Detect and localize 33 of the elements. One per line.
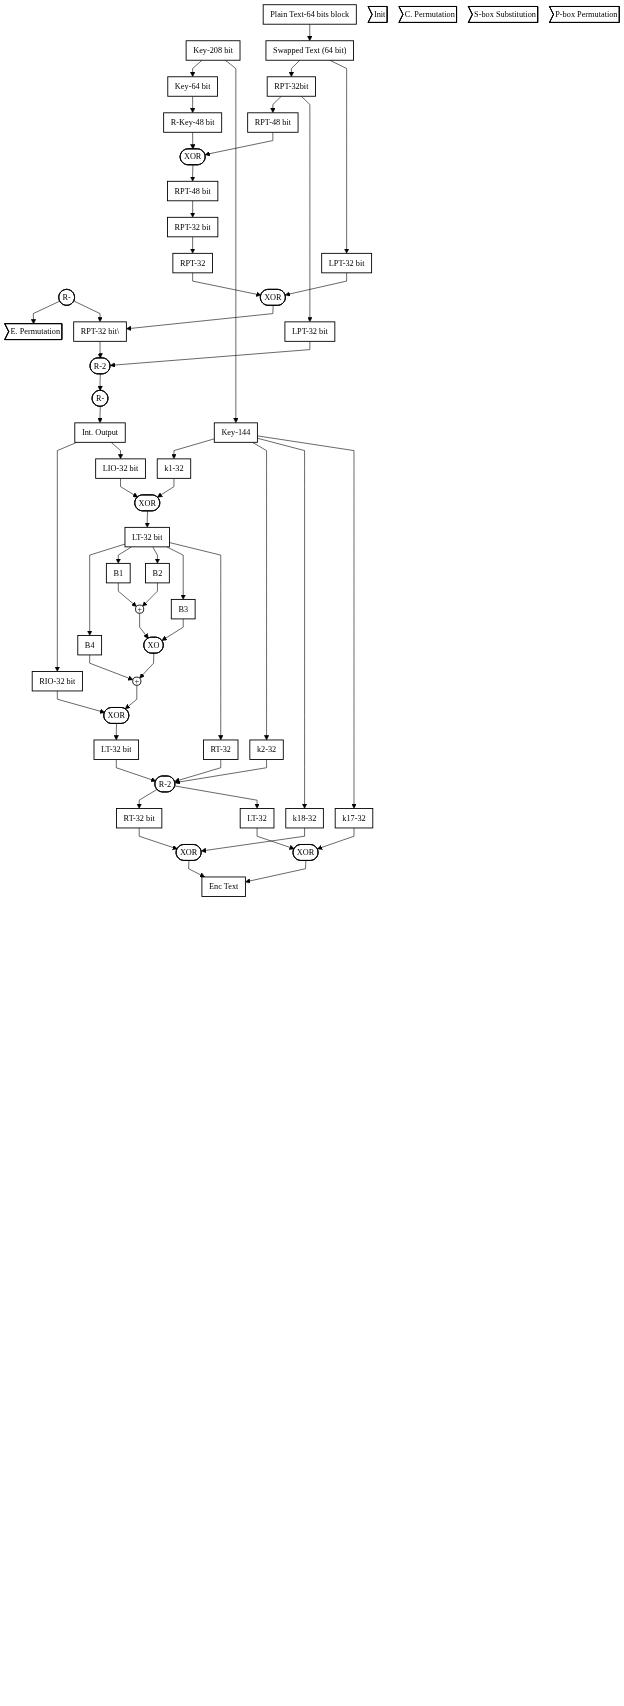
node-box: B3 — [170, 598, 196, 620]
node-box: Key-64 bit — [167, 76, 218, 97]
node-box: Swapped Text (64 bit) — [265, 40, 354, 61]
node-circle: + — [135, 604, 145, 614]
node-box: Enc Text — [201, 876, 246, 897]
node-box: RPT-48 bit — [167, 180, 219, 202]
node-box: LIO-32 bit — [95, 458, 146, 479]
node-box: RPT-48 bit — [247, 112, 299, 133]
node-box: k2-32 — [249, 739, 284, 760]
node-box: Key-208 bit — [185, 40, 241, 61]
node-box: RPT-32bit — [266, 76, 316, 97]
node-box: RT-32 bit — [116, 808, 163, 829]
node-box: k18-32 — [285, 808, 324, 829]
node-box: Int. Output — [74, 422, 126, 443]
node-box: LT-32 bit — [124, 526, 170, 548]
node-box: k17-32 — [334, 808, 374, 829]
node-box: RT-32 — [203, 739, 239, 760]
node-box: LT-32 — [239, 808, 275, 829]
node-circle: + — [132, 676, 142, 686]
node-box: LPT-32 bit — [321, 252, 373, 274]
node-box: k1-32 — [156, 458, 192, 479]
node-box: RPT-32 bit — [167, 216, 219, 238]
node-box: B1 — [105, 562, 131, 584]
node-box: LPT-32 bit — [284, 321, 336, 342]
node-box: R-Key-48 bit — [163, 112, 223, 133]
node-box: RPT-32 — [172, 252, 213, 274]
node-box: B2 — [145, 562, 170, 584]
node-box: Key-144 — [213, 422, 258, 443]
node-box: RIO-32 bit — [31, 671, 83, 692]
node-box: Plain Text-64 bits block — [262, 4, 357, 25]
node-box: B4 — [77, 635, 103, 656]
node-box: RPT-32 bit\ — [73, 321, 127, 342]
node-box: LT-32 bit — [93, 739, 140, 760]
